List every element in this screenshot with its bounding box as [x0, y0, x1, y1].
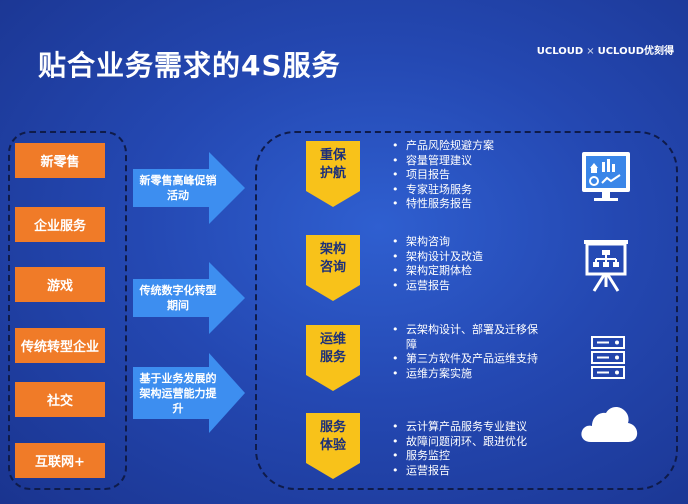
- scenario-arrow-1: 新零售高峰促销活动: [133, 152, 245, 224]
- service-label-1: 重保 护航: [319, 148, 346, 181]
- scenario-arrow-2: 传统数字化转型期间: [133, 262, 245, 334]
- brand-logo: UCLOUD×UCLOUD优刻得: [537, 42, 674, 57]
- service-items-1: 产品风险规避方案 容量管理建议 项目报告 专家驻场服务 特性服务报告: [390, 139, 494, 212]
- badge-shape: [306, 413, 360, 479]
- list-item: 运维方案实施: [390, 367, 540, 382]
- page-title: 贴合业务需求的4S服务: [38, 49, 341, 82]
- list-item: 架构咨询: [390, 235, 483, 250]
- list-item: 故障问题闭环、跟进优化: [390, 435, 527, 450]
- list-item: 专家驻场服务: [390, 183, 494, 198]
- list-item: 架构设计及改造: [390, 250, 483, 265]
- badge-shape: [306, 141, 360, 207]
- arrow-shape: [133, 262, 245, 334]
- industry-traditional-transform: 传统转型企业: [15, 328, 105, 363]
- list-item: 第三方软件及产品运维支持: [390, 352, 540, 367]
- industry-new-retail: 新零售: [15, 143, 105, 178]
- list-item: 云架构设计、部署及迁移保障: [390, 323, 540, 352]
- service-label-3: 运维 服务: [319, 332, 346, 365]
- list-item: 容量管理建议: [390, 154, 494, 169]
- service-items-4: 云计算产品服务专业建议 故障问题闭环、跟进优化 服务监控 运营报告: [390, 420, 527, 478]
- scenario-arrow-3: 基于业务发展的架构运营能力提升: [133, 353, 245, 433]
- service-badge-3: 运维 服务: [306, 325, 360, 391]
- list-item: 云计算产品服务专业建议: [390, 420, 527, 435]
- services-panel: [255, 131, 678, 490]
- list-item: 产品风险规避方案: [390, 139, 494, 154]
- badge-shape: [306, 235, 360, 301]
- service-badge-2: 架构 咨询: [306, 235, 360, 301]
- list-item: 特性服务报告: [390, 197, 494, 212]
- scenario-label-1: 新零售高峰促销活动: [139, 174, 217, 202]
- service-label-2: 架构 咨询: [319, 242, 346, 275]
- industry-internet-plus: 互联网+: [15, 443, 105, 478]
- industry-enterprise-service: 企业服务: [15, 207, 105, 242]
- service-items-3: 云架构设计、部署及迁移保障 第三方软件及产品运维支持 运维方案实施: [390, 323, 540, 381]
- arrow-shape: [133, 353, 245, 433]
- brand-left: UCLOUD: [536, 46, 584, 57]
- list-item: 运营报告: [390, 464, 527, 479]
- presentation-board-icon: [584, 240, 628, 292]
- brand-right: UCLOUD优刻得: [597, 46, 674, 57]
- list-item: 运营报告: [390, 279, 483, 294]
- scenario-label-2: 传统数字化转型期间: [139, 284, 217, 312]
- scenario-label-3: 基于业务发展的架构运营能力提升: [139, 371, 217, 415]
- industries-panel: [8, 131, 127, 490]
- list-item: 架构定期体检: [390, 264, 483, 279]
- industry-gaming: 游戏: [15, 267, 105, 302]
- service-badge-1: 重保 护航: [306, 141, 360, 207]
- brand-separator: ×: [586, 46, 595, 57]
- list-item: 服务监控: [390, 449, 527, 464]
- service-items-2: 架构咨询 架构设计及改造 架构定期体检 运营报告: [390, 235, 483, 293]
- service-badge-4: 服务 体验: [306, 413, 360, 479]
- list-item: 项目报告: [390, 168, 494, 183]
- dashboard-monitor-icon: [582, 152, 630, 201]
- cloud-icon: [581, 407, 638, 442]
- server-stack-icon: [591, 336, 625, 379]
- arrow-shape: [133, 152, 245, 224]
- service-label-4: 服务 体验: [319, 420, 346, 453]
- industry-social: 社交: [15, 382, 105, 417]
- badge-shape: [306, 325, 360, 391]
